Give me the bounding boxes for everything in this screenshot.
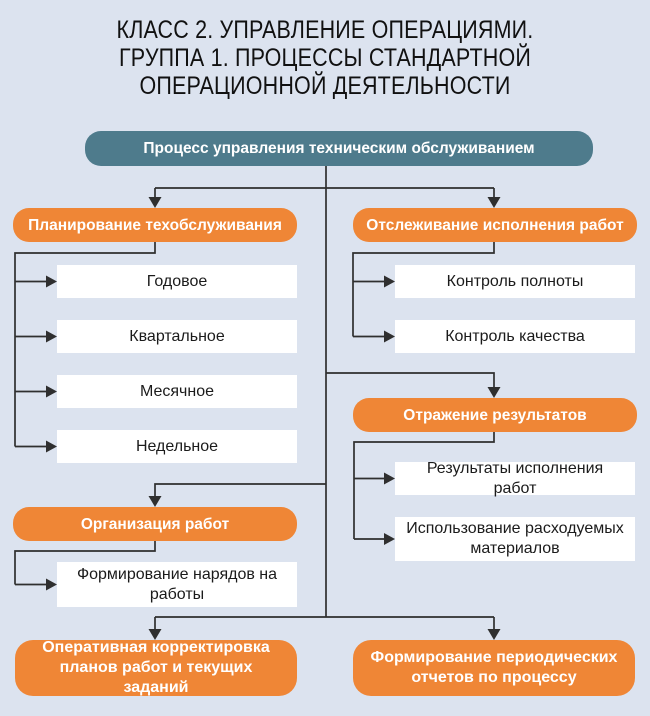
arrow-down-icon <box>487 629 501 640</box>
arrow-down-icon <box>148 197 162 208</box>
node-quarterly-plan: Квартальное <box>57 320 297 353</box>
reflection-rail-line <box>353 432 495 540</box>
title-line-2: ГРУППА 1. ПРОЦЕССЫ СТАНДАРТНОЙ <box>118 44 532 72</box>
node-monthly-plan: Месячное <box>57 375 297 408</box>
arrow-right-icon <box>384 275 395 288</box>
organization-rail-line <box>14 541 156 586</box>
reflection-branch-line <box>326 372 495 388</box>
arrow-right-icon <box>46 578 57 591</box>
arrowheads <box>46 197 501 640</box>
node-work-organization: Организация работ <box>13 507 297 541</box>
node-periodic-process-reports: Формирование периодических отчетов по пр… <box>353 640 635 696</box>
arrow-down-icon <box>148 496 162 507</box>
planning-rail-line <box>14 242 156 448</box>
title-line-1: КЛАСС 2. УПРАВЛЕНИЕ ОПЕРАЦИЯМИ. <box>116 16 534 44</box>
node-completeness-control: Контроль полноты <box>395 265 635 298</box>
node-work-execution-tracking: Отслеживание исполнения работ <box>353 208 637 242</box>
node-maintenance-planning: Планирование техобслуживания <box>13 208 297 242</box>
arrow-right-icon <box>384 330 395 343</box>
arrow-right-icon <box>46 330 57 343</box>
page-title: КЛАСС 2. УПРАВЛЕНИЕ ОПЕРАЦИЯМИ. ГРУППА 1… <box>46 16 605 100</box>
node-results-recording: Отражение результатов <box>353 398 637 432</box>
arrow-right-icon <box>46 440 57 453</box>
arrow-right-icon <box>46 275 57 288</box>
top-branch-line <box>154 187 495 198</box>
node-quality-control: Контроль качества <box>395 320 635 353</box>
arrow-down-icon <box>487 387 501 398</box>
node-annual-plan: Годовое <box>57 265 297 298</box>
title-line-3: ОПЕРАЦИОННОЙ ДЕЯТЕЛЬНОСТИ <box>139 72 511 100</box>
node-operational-plan-adjustment: Оперативная корректировка планов работ и… <box>15 639 297 696</box>
organization-branch-line <box>154 483 326 497</box>
node-work-orders-creation: Формирование нарядов на работы <box>57 562 297 607</box>
node-work-execution-results: Результаты исполнения работ <box>395 460 635 497</box>
bottom-branch-line <box>154 616 495 630</box>
arrow-right-icon <box>384 472 395 485</box>
node-weekly-plan: Недельное <box>57 430 297 463</box>
arrow-down-icon <box>487 197 501 208</box>
node-consumables-usage: Использование расходуемых материалов <box>395 517 635 561</box>
node-maintenance-management-process: Процесс управления техническим обслужива… <box>85 131 593 166</box>
arrow-right-icon <box>46 385 57 398</box>
arrow-right-icon <box>384 533 395 545</box>
tracking-rail-line <box>352 242 495 338</box>
arrow-down-icon <box>148 629 162 640</box>
